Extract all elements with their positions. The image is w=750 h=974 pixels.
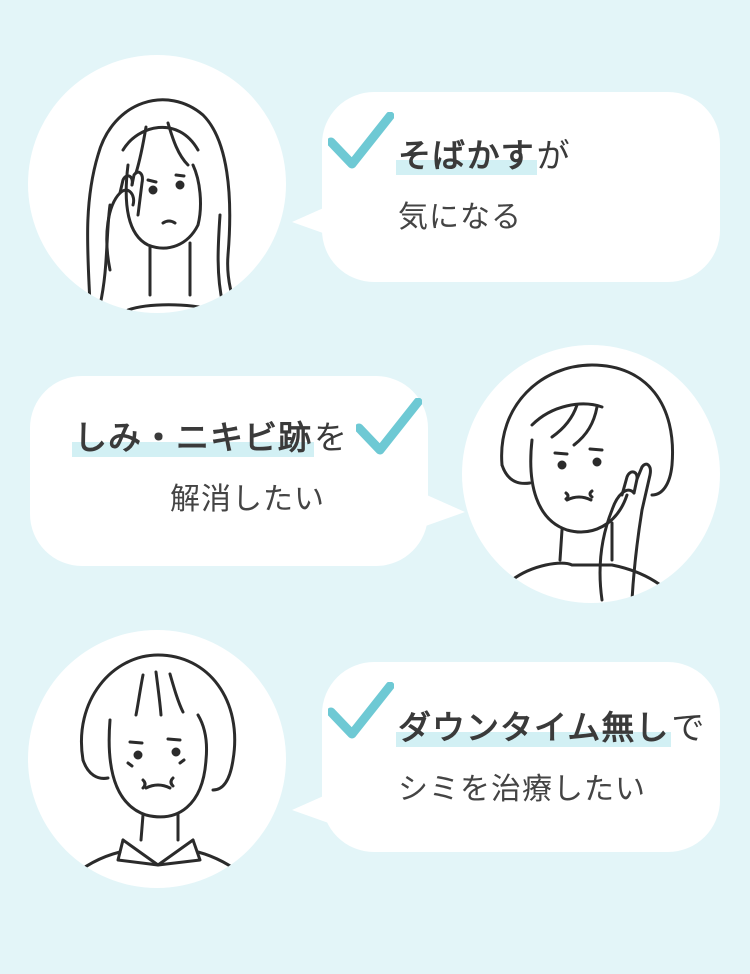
concern-row-3: ダウンタイム無しで シミを治療したい	[0, 620, 750, 974]
checkmark-icon	[356, 398, 422, 455]
checkmark-icon	[328, 682, 394, 739]
concern-particle: が	[536, 136, 571, 175]
concern-headline-3: ダウンタイム無しで	[396, 708, 705, 748]
avatar-illustration-3	[28, 630, 286, 888]
concern-keyword: そばかす	[396, 136, 537, 175]
checkmark-icon	[328, 112, 394, 169]
concern-keyword: ダウンタイム無し	[396, 708, 672, 747]
concern-headline-1: そばかすが	[396, 136, 571, 176]
concern-headline-2: しみ・ニキビ跡を	[72, 418, 348, 458]
concern-row-1: そばかすが 気になる	[0, 0, 750, 330]
avatar-illustration-2	[462, 345, 720, 603]
concern-particle: を	[314, 418, 348, 457]
speech-bubble-tail	[420, 492, 465, 528]
concern-text-3: シミを治療したい	[398, 772, 646, 807]
concern-text-2: 解消したい	[170, 482, 325, 517]
concern-particle: で	[671, 708, 706, 747]
avatar-illustration-1	[28, 55, 286, 313]
concern-row-2: しみ・ニキビ跡を 解消したい	[0, 340, 750, 620]
concern-text-1: 気になる	[398, 200, 522, 235]
speech-bubble-2	[30, 376, 428, 566]
concern-keyword: しみ・ニキビ跡	[72, 418, 314, 457]
